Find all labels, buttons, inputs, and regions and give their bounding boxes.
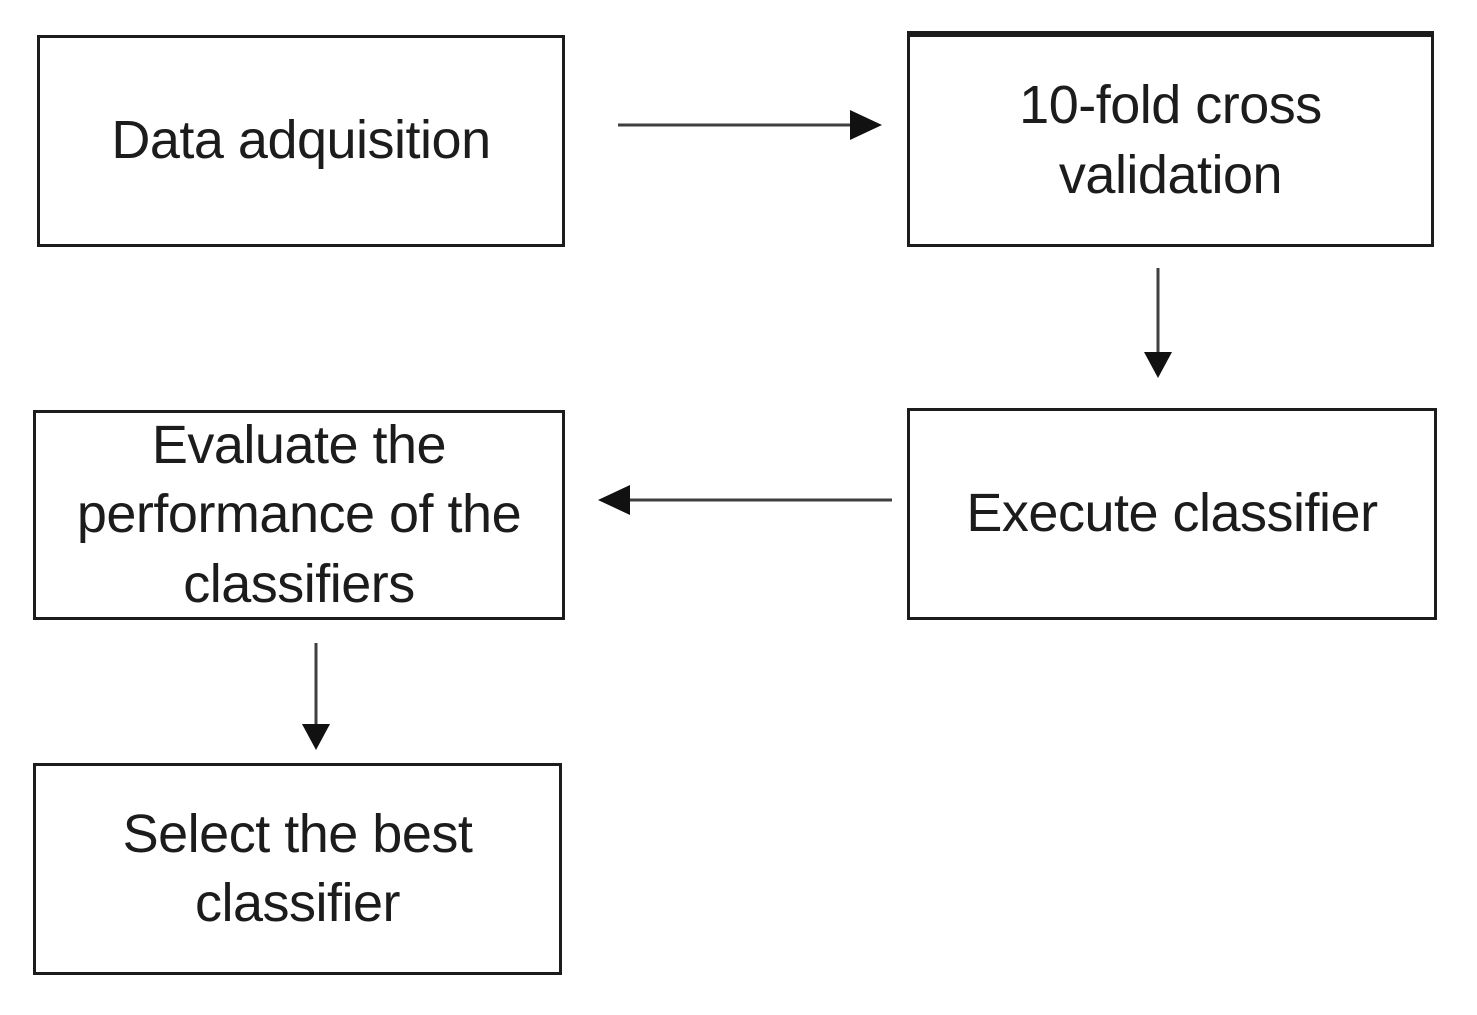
node-data-acquisition: Data adquisition — [37, 35, 565, 247]
arrowhead-left-icon — [598, 485, 630, 515]
arrowhead-down-icon — [1144, 352, 1172, 378]
edge-cross-validation-to-execute-classifier — [1144, 268, 1172, 378]
arrowhead-right-icon — [850, 110, 882, 140]
arrowhead-down-icon — [302, 724, 330, 750]
edge-evaluate-performance-to-select-best-classifier — [302, 643, 330, 750]
edge-data-acquisition-to-cross-validation — [618, 110, 882, 140]
node-execute-classifier: Execute classifier — [907, 408, 1437, 620]
edge-execute-classifier-to-evaluate-performance — [598, 485, 892, 515]
node-ten-fold-cross-validation: 10-fold cross validation — [907, 31, 1434, 247]
node-select-best-classifier: Select the best classifier — [33, 763, 562, 975]
node-evaluate-performance: Evaluate the performance of the classifi… — [33, 410, 565, 620]
